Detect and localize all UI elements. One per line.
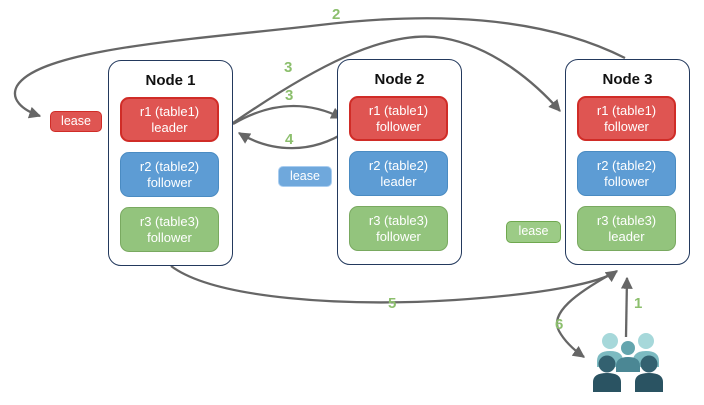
node-1-title: Node 1 — [145, 72, 196, 89]
arrow-step-3-to-node2 — [232, 104, 344, 125]
replica-role: follower — [147, 174, 192, 190]
node-1: Node 1 r1 (table1) leader r2 (table2) fo… — [108, 60, 233, 266]
step-label-2: 2 — [332, 6, 341, 23]
arrow-step-1 — [620, 276, 633, 338]
users-group-icon — [593, 333, 663, 392]
replica-label: r3 (table3) — [368, 212, 429, 228]
node-2: Node 2 r1 (table1) follower r2 (table2) … — [337, 59, 462, 265]
step-label-1: 1 — [634, 295, 643, 312]
replica-label: r2 (table2) — [368, 157, 429, 173]
lease-badge-green: lease — [506, 221, 561, 243]
node-3-replica-r3: r3 (table3) leader — [577, 206, 676, 251]
replica-label: r1 (table1) — [139, 103, 200, 119]
replica-role: follower — [604, 173, 649, 189]
step-label-4: 4 — [285, 131, 294, 148]
replica-role: leader — [608, 228, 645, 244]
replica-role: follower — [604, 118, 649, 134]
replica-label: r3 (table3) — [139, 213, 200, 229]
replica-role: follower — [147, 229, 192, 245]
step-label-5: 5 — [388, 295, 397, 312]
replica-role: leader — [380, 173, 417, 189]
replica-label: r2 (table2) — [596, 157, 657, 173]
node-3-replica-r1: r1 (table1) follower — [577, 96, 676, 141]
node-3: Node 3 r1 (table1) follower r2 (table2) … — [565, 59, 690, 265]
step-label-3b: 3 — [285, 87, 294, 104]
node-1-replica-r1: r1 (table1) leader — [120, 97, 219, 142]
replica-role: follower — [376, 118, 421, 134]
node-2-title: Node 2 — [374, 71, 425, 88]
node-2-replica-r2: r2 (table2) leader — [349, 151, 448, 196]
step-label-3a: 3 — [284, 59, 293, 76]
lease-badge-blue: lease — [278, 166, 332, 187]
node-1-replica-r2: r2 (table2) follower — [120, 152, 219, 197]
step-label-6: 6 — [555, 316, 564, 333]
replica-label: r2 (table2) — [139, 158, 200, 174]
node-2-replica-r1: r1 (table1) follower — [349, 96, 448, 141]
arrow-step-2 — [13, 17, 626, 119]
node-1-replica-r3: r3 (table3) follower — [120, 207, 219, 252]
lease-badge-red: lease — [50, 111, 102, 132]
replica-label: r1 (table1) — [596, 102, 657, 118]
replica-role: follower — [376, 228, 421, 244]
replica-role: leader — [151, 119, 188, 135]
node-3-title: Node 3 — [602, 71, 653, 88]
replica-label: r1 (table1) — [368, 102, 429, 118]
node-2-replica-r3: r3 (table3) follower — [349, 206, 448, 251]
node-3-replica-r2: r2 (table2) follower — [577, 151, 676, 196]
replica-label: r3 (table3) — [596, 212, 657, 228]
